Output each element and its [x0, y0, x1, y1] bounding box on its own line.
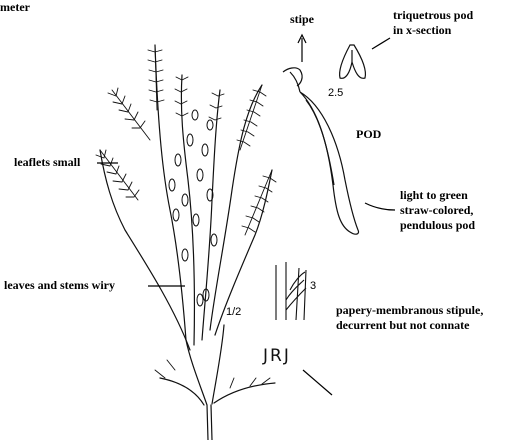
stipule-scale-label: 3	[310, 280, 316, 292]
pod-detail-drawing	[283, 68, 359, 234]
stipe-label: stipe	[290, 12, 314, 26]
pod-color-label-line2: straw-colored,	[400, 203, 473, 217]
stipule-label-line2: decurrent but not connate	[336, 318, 469, 332]
pod-cross-section	[340, 45, 366, 78]
artist-signature: JRJ	[263, 346, 291, 366]
pod-label: POD	[356, 127, 381, 141]
leaves-stems-label: leaves and stems wiry	[4, 278, 115, 292]
stipule-detail-drawing	[276, 262, 306, 320]
triquetrous-label-line2: in x-section	[393, 23, 451, 37]
triquetrous-label-line1: triquetrous pod	[393, 8, 473, 22]
corner-label: meter	[0, 0, 30, 14]
plant-scale-label: 1/2	[226, 306, 241, 318]
leaflets-label: leaflets small	[14, 155, 80, 169]
pod-scale-label: 2.5	[328, 87, 343, 99]
leader-lines	[97, 35, 395, 395]
main-plant-drawing	[96, 45, 276, 440]
stipule-label-line1: papery-membranous stipule,	[336, 303, 483, 317]
pod-color-label-line1: light to green	[400, 188, 468, 202]
pod-color-label-line3: pendulous pod	[400, 218, 475, 232]
